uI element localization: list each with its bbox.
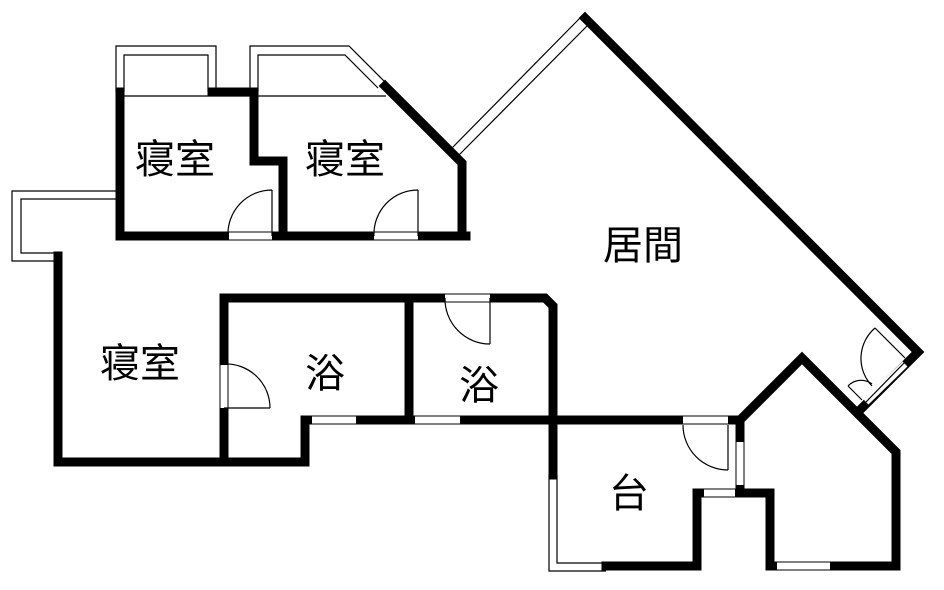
- room-label-bath: 浴: [459, 363, 499, 409]
- door-swings: [223, 189, 906, 471]
- room-label-kitchen: 台: [609, 471, 649, 517]
- room-label-bedroom: 寝室: [305, 137, 385, 183]
- windows-and-balconies: [11, 17, 606, 572]
- room-label-bedroom: 寝室: [100, 341, 180, 387]
- room-label-bedroom: 寝室: [135, 137, 215, 183]
- room-label-bath: 浴: [305, 351, 345, 397]
- room-label-living: 居間: [603, 223, 683, 269]
- openings: [220, 232, 908, 570]
- walls: [53, 11, 925, 571]
